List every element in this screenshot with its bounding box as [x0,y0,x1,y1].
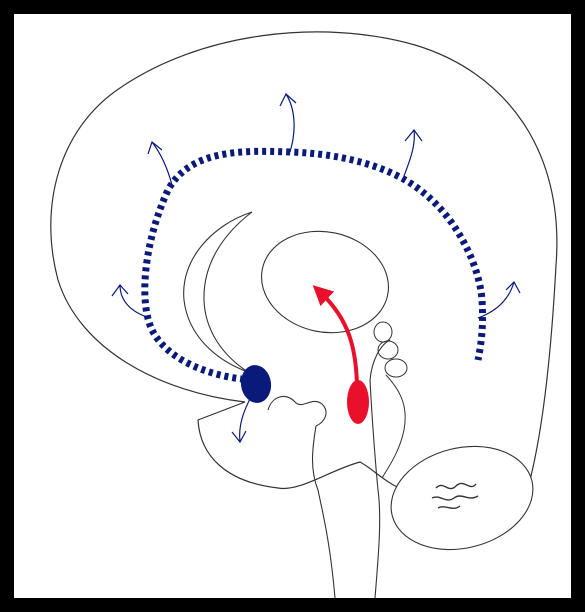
pineal-region-outline [374,322,407,478]
red-projection-arrow [320,292,357,385]
blue-branch-arrows [112,94,520,442]
blue-dotted-projection [145,151,483,380]
hypothalamus-outline [268,396,326,426]
corpus-callosum-outline [184,212,252,372]
red-nucleus [347,380,369,424]
brainstem-outline [313,340,391,598]
cerebrum-outline [51,32,557,498]
branch-arrow-front-upper [148,142,172,185]
cerebellum-outline [380,432,544,564]
branch-arrow-top [280,94,296,152]
figure-panel [14,14,571,598]
branch-arrow-rear-upper [404,130,422,176]
brain-diagram [14,14,571,598]
